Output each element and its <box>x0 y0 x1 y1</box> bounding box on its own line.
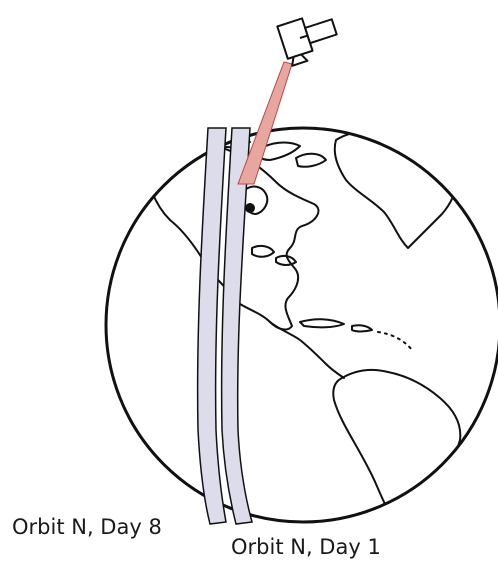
caribbean-arc <box>377 331 413 351</box>
ground-target-icon <box>245 203 255 213</box>
swath-day8 <box>196 127 227 525</box>
satellite-body <box>276 17 314 60</box>
great-lakes <box>251 244 275 258</box>
cuba <box>299 318 345 329</box>
orbit-label-day1: Orbit N, Day 1 <box>231 535 381 559</box>
central-america <box>269 321 345 379</box>
view-cone <box>237 61 293 185</box>
swath-day1 <box>220 127 253 525</box>
orbit-label-day8: Orbit N, Day 8 <box>12 515 162 539</box>
north-america <box>148 140 320 331</box>
arctic-islands-2 <box>295 152 327 168</box>
hispaniola <box>351 324 373 333</box>
satellite-antenna <box>291 53 309 67</box>
solar-panel <box>304 18 338 45</box>
satellite-icon <box>276 17 338 67</box>
great-lakes-2 <box>275 254 297 266</box>
